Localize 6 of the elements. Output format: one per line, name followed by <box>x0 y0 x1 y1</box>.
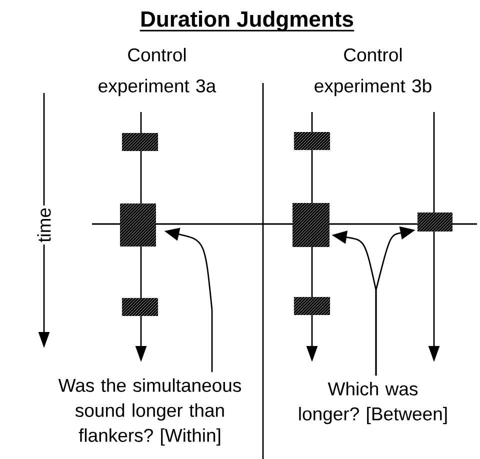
column-heading: Control experiment 3b <box>314 48 432 96</box>
axis-label: time <box>35 206 53 244</box>
title: Duration Judgments <box>140 10 354 32</box>
question-text: Was the simultaneous sound longer than flankers? [Within] <box>58 378 241 446</box>
question-text: Which was longer? [Between] <box>299 382 447 424</box>
column-heading: Control experiment 3a <box>98 48 216 96</box>
